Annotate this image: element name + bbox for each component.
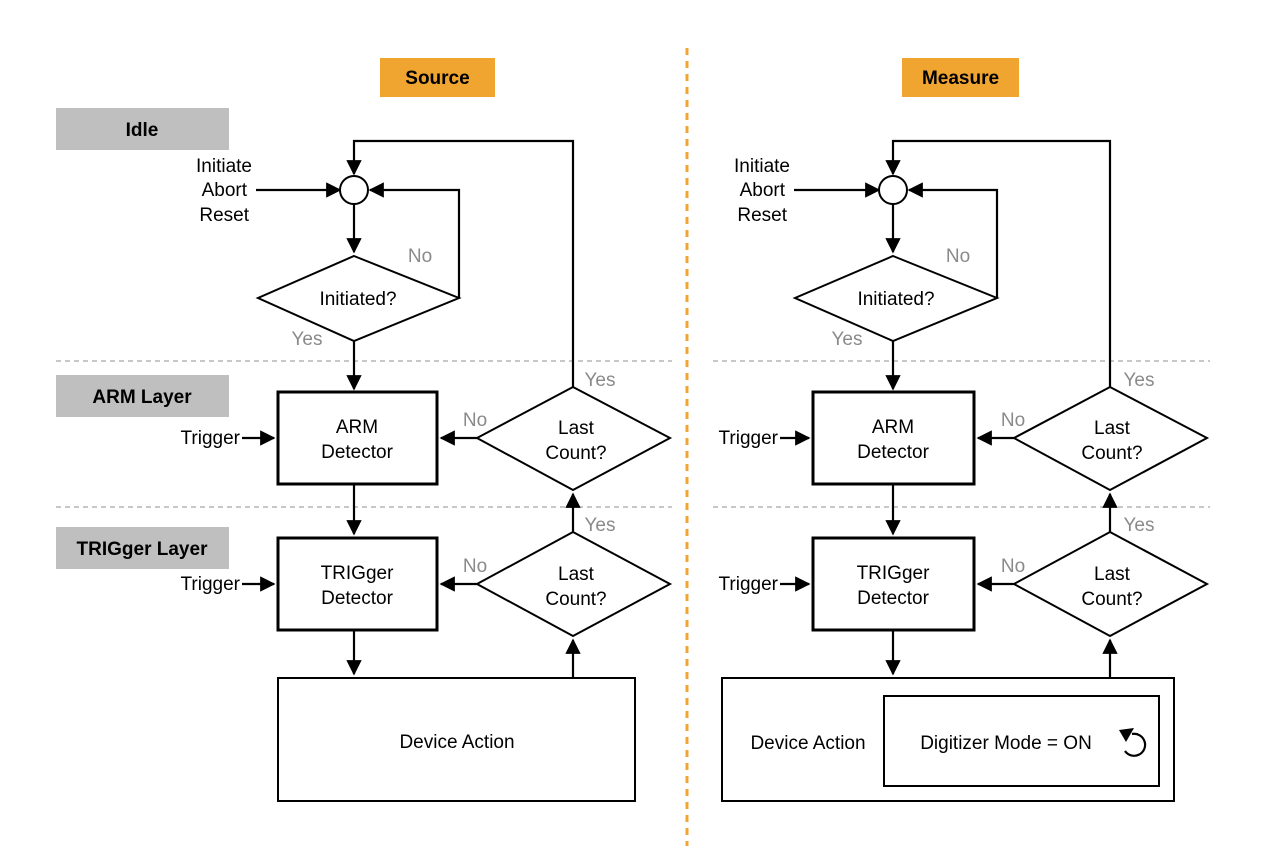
input-trigger-arm-measure: Trigger [719, 428, 779, 449]
input-initiate-measure: Initiate [734, 156, 790, 177]
arm-detector-source [276, 390, 439, 486]
svg-text:Digitizer Mode = ON: Digitizer Mode = ON [920, 733, 1092, 754]
layer-label-idle: Idle [56, 108, 229, 150]
svg-text:Device Action: Device Action [399, 732, 514, 753]
input-reset-source: Reset [199, 205, 249, 226]
svg-text:Count?: Count? [545, 589, 606, 610]
input-abort-source: Abort [202, 180, 248, 201]
summing-junction-measure [878, 175, 908, 205]
trigger-detector-source [276, 536, 439, 632]
svg-text:ARM Layer: ARM Layer [92, 387, 192, 408]
source-flow: Initiate Abort Reset Initiated? No Yes A… [181, 139, 673, 802]
svg-text:Last: Last [1094, 564, 1131, 585]
svg-text:Count?: Count? [1081, 443, 1142, 464]
svg-text:Initiated?: Initiated? [857, 289, 934, 310]
decision-last-count-trigger-measure [1011, 530, 1210, 638]
input-reset-measure: Reset [737, 205, 787, 226]
svg-text:No: No [408, 246, 432, 267]
panel-title-source: Source [380, 58, 495, 97]
svg-text:Idle: Idle [126, 120, 159, 141]
digitizer-mode-box [883, 695, 1160, 787]
svg-text:No: No [1001, 556, 1025, 577]
svg-text:Detector: Detector [857, 442, 929, 463]
layer-label-trigger: TRIGger Layer [56, 527, 229, 569]
decision-last-count-arm-measure [1011, 385, 1210, 492]
svg-text:TRIGger Layer: TRIGger Layer [77, 539, 209, 560]
svg-text:Yes: Yes [1124, 370, 1155, 391]
input-trigger-trig-source: Trigger [181, 574, 241, 595]
svg-text:Last: Last [1094, 418, 1131, 439]
layer-label-arm: ARM Layer [56, 375, 229, 417]
summing-junction-source [339, 175, 369, 205]
svg-text:Last: Last [558, 418, 595, 439]
input-trigger-arm-source: Trigger [181, 428, 241, 449]
measure-flow: Initiate Abort Reset Initiated? No Yes A… [719, 139, 1210, 802]
panel-title-measure: Measure [902, 58, 1019, 97]
input-initiate-source: Initiate [196, 156, 252, 177]
svg-text:Source: Source [405, 68, 469, 89]
svg-text:Yes: Yes [585, 515, 616, 536]
decision-last-count-arm-source [474, 385, 673, 492]
svg-text:No: No [463, 556, 487, 577]
svg-text:Measure: Measure [922, 68, 999, 89]
svg-text:Count?: Count? [1081, 589, 1142, 610]
input-abort-measure: Abort [740, 180, 786, 201]
device-action-source [277, 677, 636, 802]
svg-text:ARM: ARM [872, 417, 914, 438]
svg-text:Yes: Yes [585, 370, 616, 391]
trigger-detector-measure [811, 536, 976, 632]
svg-text:Detector: Detector [321, 588, 393, 609]
svg-text:TRIGger: TRIGger [321, 563, 395, 584]
arm-detector-measure [811, 390, 976, 486]
svg-text:No: No [1001, 410, 1025, 431]
svg-text:Yes: Yes [832, 329, 863, 350]
svg-text:Initiated?: Initiated? [319, 289, 396, 310]
svg-text:Count?: Count? [545, 443, 606, 464]
decision-last-count-trigger-source [474, 530, 673, 638]
svg-text:No: No [946, 246, 970, 267]
loop-arrow-icon [1119, 728, 1147, 757]
svg-text:Last: Last [558, 564, 595, 585]
svg-text:ARM: ARM [336, 417, 378, 438]
svg-text:No: No [463, 410, 487, 431]
svg-text:Device Action: Device Action [750, 733, 865, 754]
svg-text:Detector: Detector [321, 442, 393, 463]
svg-text:Yes: Yes [292, 329, 323, 350]
svg-text:TRIGger: TRIGger [857, 563, 931, 584]
svg-text:Detector: Detector [857, 588, 929, 609]
svg-text:Yes: Yes [1124, 515, 1155, 536]
input-trigger-trig-measure: Trigger [719, 574, 779, 595]
